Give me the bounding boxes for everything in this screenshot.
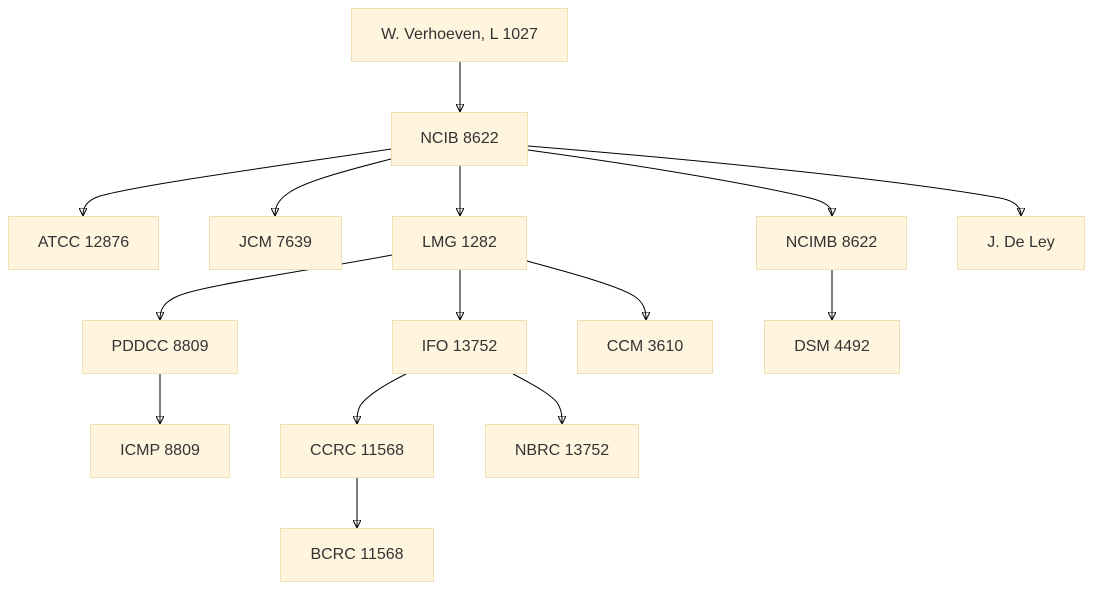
node-ncib: NCIB 8622: [391, 112, 528, 166]
node-ccm: CCM 3610: [577, 320, 713, 374]
edge-ifo-ccrc: [357, 373, 407, 423]
node-atcc: ATCC 12876: [8, 216, 159, 270]
node-ncimb: NCIMB 8622: [756, 216, 907, 270]
node-ifo: IFO 13752: [392, 320, 527, 374]
node-ccrc: CCRC 11568: [280, 424, 434, 478]
edge-ncib-deley: [527, 145, 1021, 215]
node-dsm: DSM 4492: [764, 320, 900, 374]
node-pddcc: PDDCC 8809: [82, 320, 238, 374]
node-bcrc: BCRC 11568: [280, 528, 434, 582]
node-nbrc: NBRC 13752: [485, 424, 639, 478]
node-deley: J. De Ley: [957, 216, 1085, 270]
node-jcm: JCM 7639: [209, 216, 342, 270]
edge-ncib-jcm: [275, 158, 392, 215]
edge-ncib-atcc: [83, 148, 392, 215]
node-icmp: ICMP 8809: [90, 424, 230, 478]
node-lmg: LMG 1282: [392, 216, 527, 270]
edge-ifo-nbrc: [512, 373, 562, 423]
edge-ncib-ncimb: [527, 149, 832, 215]
node-verhoeven: W. Verhoeven, L 1027: [351, 8, 568, 62]
edge-lmg-ccm: [526, 260, 646, 319]
